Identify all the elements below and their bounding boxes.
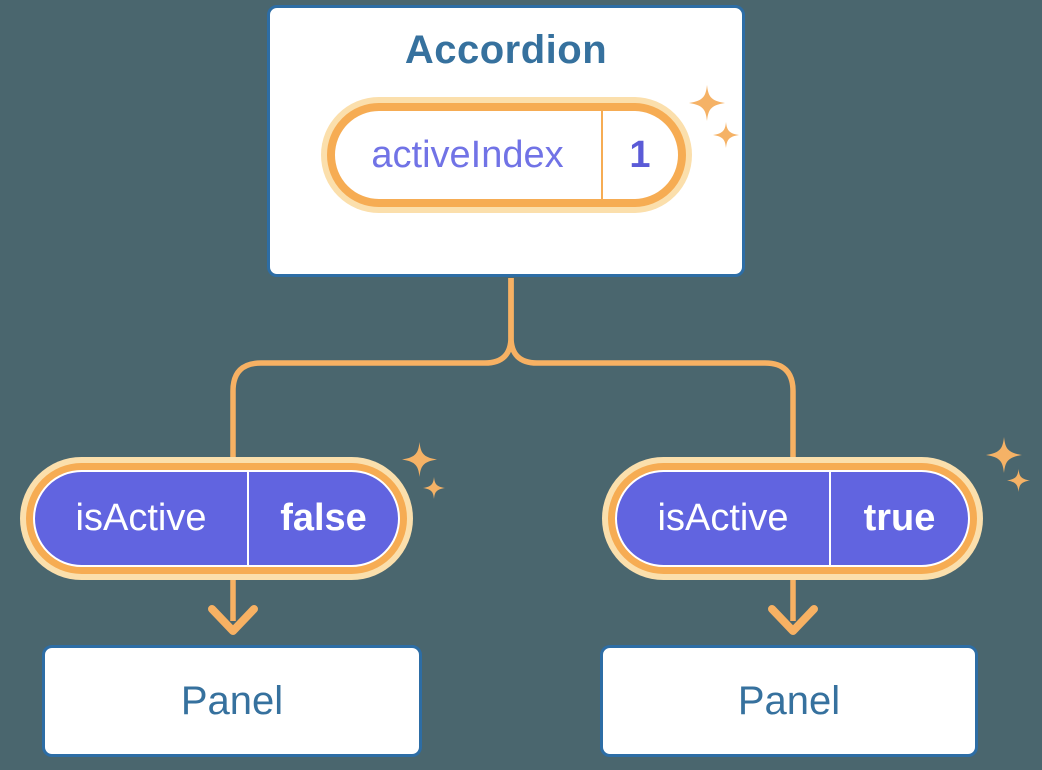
connector-line-right <box>508 278 796 621</box>
sparkle-icon <box>1007 469 1030 492</box>
panel-label: Panel <box>180 678 284 723</box>
arrowhead-icon-left <box>208 605 258 635</box>
prop-value: false <box>280 497 367 539</box>
state-pill: activeIndex 1 <box>326 103 686 207</box>
prop-pill-isactive-false: isActive false <box>33 470 400 567</box>
arrowhead-icon-right <box>768 605 818 635</box>
panel-card-right: Panel <box>600 645 978 757</box>
sparkle-icon <box>689 85 725 121</box>
sparkle-icon <box>423 477 445 499</box>
state-pill-divider <box>600 111 603 199</box>
sparkle-icon <box>986 437 1022 473</box>
sparkle-icon <box>713 122 739 148</box>
prop-pill-divider <box>247 472 249 565</box>
prop-name-label: isActive <box>75 497 207 539</box>
accordion-card: Accordion activeIndex 1 <box>267 5 745 277</box>
prop-value: true <box>863 497 936 539</box>
prop-pill-isactive-true: isActive true <box>615 470 970 567</box>
panel-card-left: Panel <box>42 645 422 757</box>
prop-name-label: isActive <box>657 497 789 539</box>
sparkle-icon <box>402 442 437 477</box>
prop-pill-divider <box>829 472 831 565</box>
state-name-label: activeIndex <box>371 133 564 176</box>
panel-label: Panel <box>737 678 841 723</box>
state-value: 1 <box>629 133 651 176</box>
connector-line-left <box>230 278 514 621</box>
accordion-title: Accordion <box>404 28 608 72</box>
